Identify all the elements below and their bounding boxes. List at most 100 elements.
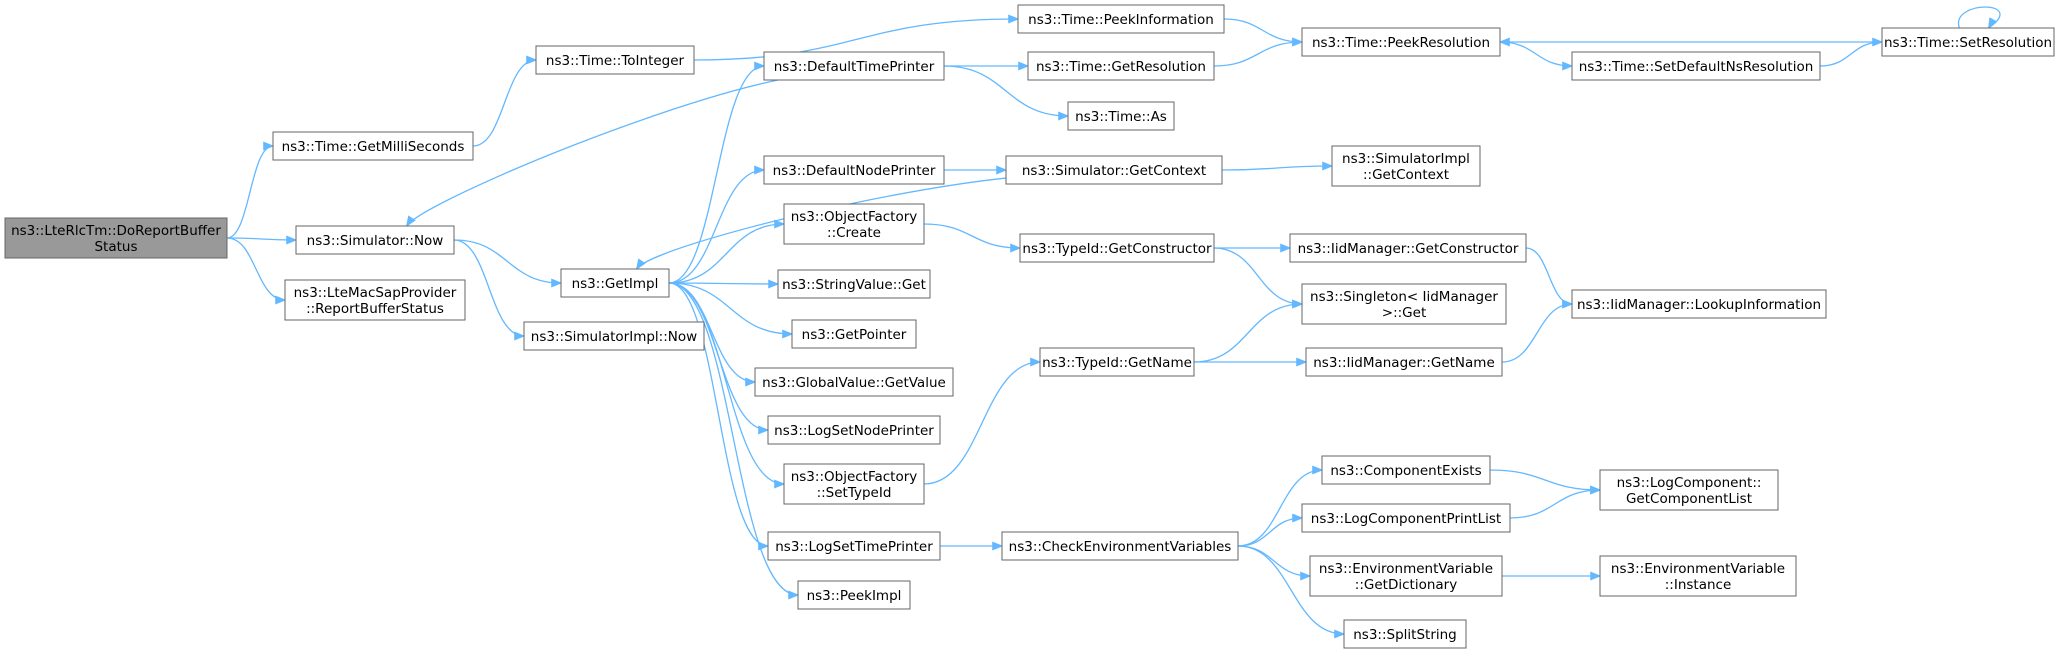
node-getmilli[interactable]: ns3::Time::GetMilliSeconds	[272, 131, 474, 161]
node-tidgetname[interactable]: ns3::TypeId::GetName	[1039, 347, 1195, 377]
node-peekres[interactable]: ns3::Time::PeekResolution	[1301, 27, 1501, 57]
node-box-root[interactable]	[4, 217, 228, 259]
node-box-getimpl[interactable]	[560, 268, 670, 298]
node-box-checkenv[interactable]	[1001, 531, 1239, 561]
node-tidgetctor[interactable]: ns3::TypeId::GetConstructor	[1019, 233, 1215, 263]
node-box-iidlookup[interactable]	[1571, 289, 1827, 319]
node-compexists[interactable]: ns3::ComponentExists	[1321, 455, 1491, 485]
node-box-deftime[interactable]	[763, 51, 945, 81]
node-gvgetvalue[interactable]: ns3::GlobalValue::GetValue	[754, 367, 954, 397]
node-label-iidgetctor: ns3::IidManager::GetConstructor	[1298, 241, 1519, 257]
node-simimplgetctx[interactable]: ns3::SimulatorImpl::GetContext	[1331, 145, 1481, 187]
edge-getimpl-to-getpointer	[668, 282, 794, 339]
node-box-tointeger[interactable]	[535, 45, 695, 75]
node-box-strget[interactable]	[777, 269, 931, 299]
node-box-simnow[interactable]	[295, 225, 455, 255]
node-box-envgetdict[interactable]	[1309, 555, 1503, 597]
node-box-getpointer[interactable]	[791, 319, 917, 349]
node-label-ofsettype: ns3::ObjectFactory	[791, 469, 918, 485]
node-box-iidgetctor[interactable]	[1289, 233, 1527, 263]
node-box-ofsettype[interactable]	[783, 463, 925, 505]
node-setdefns[interactable]: ns3::Time::SetDefaultNsResolution	[1571, 51, 1821, 81]
node-setres[interactable]: ns3::Time::SetResolution	[1881, 27, 2055, 57]
node-box-gvgetvalue[interactable]	[754, 367, 954, 397]
node-checkenv[interactable]: ns3::CheckEnvironmentVariables	[1001, 531, 1239, 561]
node-box-peekimpl[interactable]	[797, 580, 911, 610]
node-deftime[interactable]: ns3::DefaultTimePrinter	[763, 51, 945, 81]
edge-line	[1525, 247, 1573, 305]
node-box-peekinfo[interactable]	[1017, 4, 1225, 34]
node-box-singleton[interactable]	[1301, 283, 1507, 325]
node-logcompprint[interactable]: ns3::LogComponentPrintList	[1301, 503, 1511, 533]
node-singleton[interactable]: ns3::Singleton< IidManager>::Get	[1301, 283, 1507, 325]
node-box-simimplgetctx[interactable]	[1331, 145, 1481, 187]
node-label-strget: ns3::StringValue::Get	[782, 277, 926, 293]
node-logcompgetlist[interactable]: ns3::LogComponent::GetComponentList	[1599, 469, 1779, 511]
node-ofcreate[interactable]: ns3::ObjectFactory::Create	[783, 203, 925, 245]
node-box-setdefns[interactable]	[1571, 51, 1821, 81]
edge-line	[1499, 41, 1573, 67]
node-label-logsettime: ns3::LogSetTimePrinter	[775, 539, 933, 555]
edge-line	[226, 145, 274, 239]
node-iidgetctor[interactable]: ns3::IidManager::GetConstructor	[1289, 233, 1527, 263]
node-box-timeas[interactable]	[1067, 101, 1175, 131]
node-label-splitstring: ns3::SplitString	[1353, 627, 1457, 643]
node-label-envinstance: ::Instance	[1665, 577, 1732, 593]
edge-compexists-to-logcompgetlist	[1489, 469, 1602, 495]
node-box-logcompgetlist[interactable]	[1599, 469, 1779, 511]
node-envgetdict[interactable]: ns3::EnvironmentVariable::GetDictionary	[1309, 555, 1503, 597]
node-splitstring[interactable]: ns3::SplitString	[1343, 619, 1467, 649]
node-tointeger[interactable]: ns3::Time::ToInteger	[535, 45, 695, 75]
node-strget[interactable]: ns3::StringValue::Get	[777, 269, 931, 299]
node-box-tidgetname[interactable]	[1039, 347, 1195, 377]
node-label-simgetctx: ns3::Simulator::GetContext	[1022, 163, 1206, 179]
node-label-getres: ns3::Time::GetResolution	[1036, 59, 1206, 75]
node-box-simgetctx[interactable]	[1005, 155, 1223, 185]
node-timeas[interactable]: ns3::Time::As	[1067, 101, 1175, 131]
edge-root-to-simnow	[226, 235, 298, 245]
node-box-getres[interactable]	[1027, 51, 1215, 81]
node-label-root: Status	[94, 239, 137, 255]
node-box-tidgetctor[interactable]	[1019, 233, 1215, 263]
node-box-ofcreate[interactable]	[783, 203, 925, 245]
node-box-logcompprint[interactable]	[1301, 503, 1511, 533]
edge-getimpl-to-peekimpl	[668, 282, 800, 600]
node-box-logsetnode[interactable]	[767, 415, 941, 445]
edge-tidgetname-to-singleton	[1193, 299, 1304, 363]
node-peekimpl[interactable]: ns3::PeekImpl	[797, 580, 911, 610]
node-label-peekres: ns3::Time::PeekResolution	[1312, 35, 1490, 51]
node-iidgetname[interactable]: ns3::IidManager::GetName	[1305, 347, 1503, 377]
node-simgetctx[interactable]: ns3::Simulator::GetContext	[1005, 155, 1223, 185]
node-box-peekres[interactable]	[1301, 27, 1501, 57]
node-box-getmilli[interactable]	[272, 131, 474, 161]
node-box-logsettime[interactable]	[767, 531, 941, 561]
node-simimplnow[interactable]: ns3::SimulatorImpl::Now	[523, 321, 705, 351]
node-simnow[interactable]: ns3::Simulator::Now	[295, 225, 455, 255]
edge-deftime-to-getres	[944, 61, 1030, 71]
node-box-simimplnow[interactable]	[523, 321, 705, 351]
node-box-iidgetname[interactable]	[1305, 347, 1503, 377]
node-ofsettype[interactable]: ns3::ObjectFactory::SetTypeId	[783, 463, 925, 505]
node-logsetnode[interactable]: ns3::LogSetNodePrinter	[767, 415, 941, 445]
node-peekinfo[interactable]: ns3::Time::PeekInformation	[1017, 4, 1225, 34]
edge-arrowhead	[1590, 571, 1602, 581]
node-iidlookup[interactable]: ns3::IidManager::LookupInformation	[1571, 289, 1827, 319]
node-label-simimplnow: ns3::SimulatorImpl::Now	[531, 329, 697, 345]
node-box-splitstring[interactable]	[1343, 619, 1467, 649]
node-getpointer[interactable]: ns3::GetPointer	[791, 319, 917, 349]
node-label-envinstance: ns3::EnvironmentVariable	[1611, 561, 1785, 577]
node-box-compexists[interactable]	[1321, 455, 1491, 485]
node-box-defnode[interactable]	[763, 155, 945, 185]
node-getimpl[interactable]: ns3::GetImpl	[560, 268, 670, 298]
node-lmsp[interactable]: ns3::LteMacSapProvider::ReportBufferStat…	[284, 279, 466, 321]
node-logsettime[interactable]: ns3::LogSetTimePrinter	[767, 531, 941, 561]
node-box-setres[interactable]	[1881, 27, 2055, 57]
node-getres[interactable]: ns3::Time::GetResolution	[1027, 51, 1215, 81]
node-envinstance[interactable]: ns3::EnvironmentVariable::Instance	[1599, 555, 1797, 597]
node-box-envinstance[interactable]	[1599, 555, 1797, 597]
node-label-root: ns3::LteRlcTm::DoReportBuffer	[11, 223, 221, 239]
node-box-lmsp[interactable]	[284, 279, 466, 321]
edge-line	[226, 237, 286, 301]
node-defnode[interactable]: ns3::DefaultNodePrinter	[763, 155, 945, 185]
